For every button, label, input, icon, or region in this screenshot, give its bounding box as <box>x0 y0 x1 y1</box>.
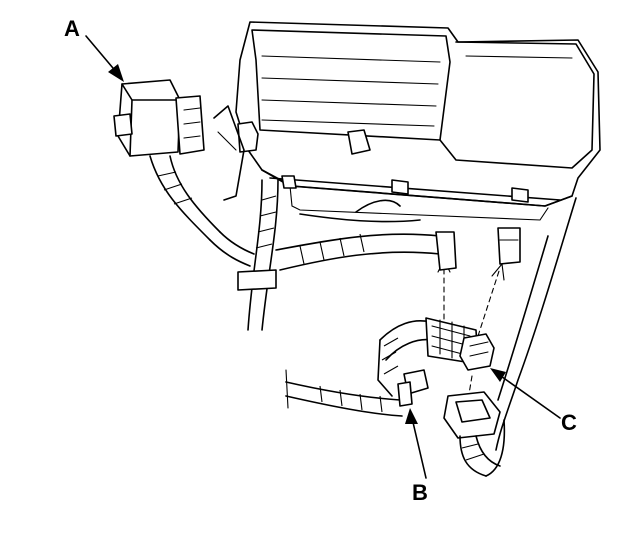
callout-label-a: A <box>64 16 80 41</box>
callout-label-c: C <box>561 410 577 435</box>
connector-receptacles <box>435 227 521 271</box>
panel-edge <box>285 197 577 451</box>
callout-leaders <box>85 35 561 479</box>
callout-label-b: B <box>412 480 428 505</box>
connector-b-c-assembly <box>285 317 506 477</box>
connector-a <box>113 79 255 267</box>
main-harness <box>237 179 441 331</box>
fuse-relay-box <box>213 21 601 221</box>
